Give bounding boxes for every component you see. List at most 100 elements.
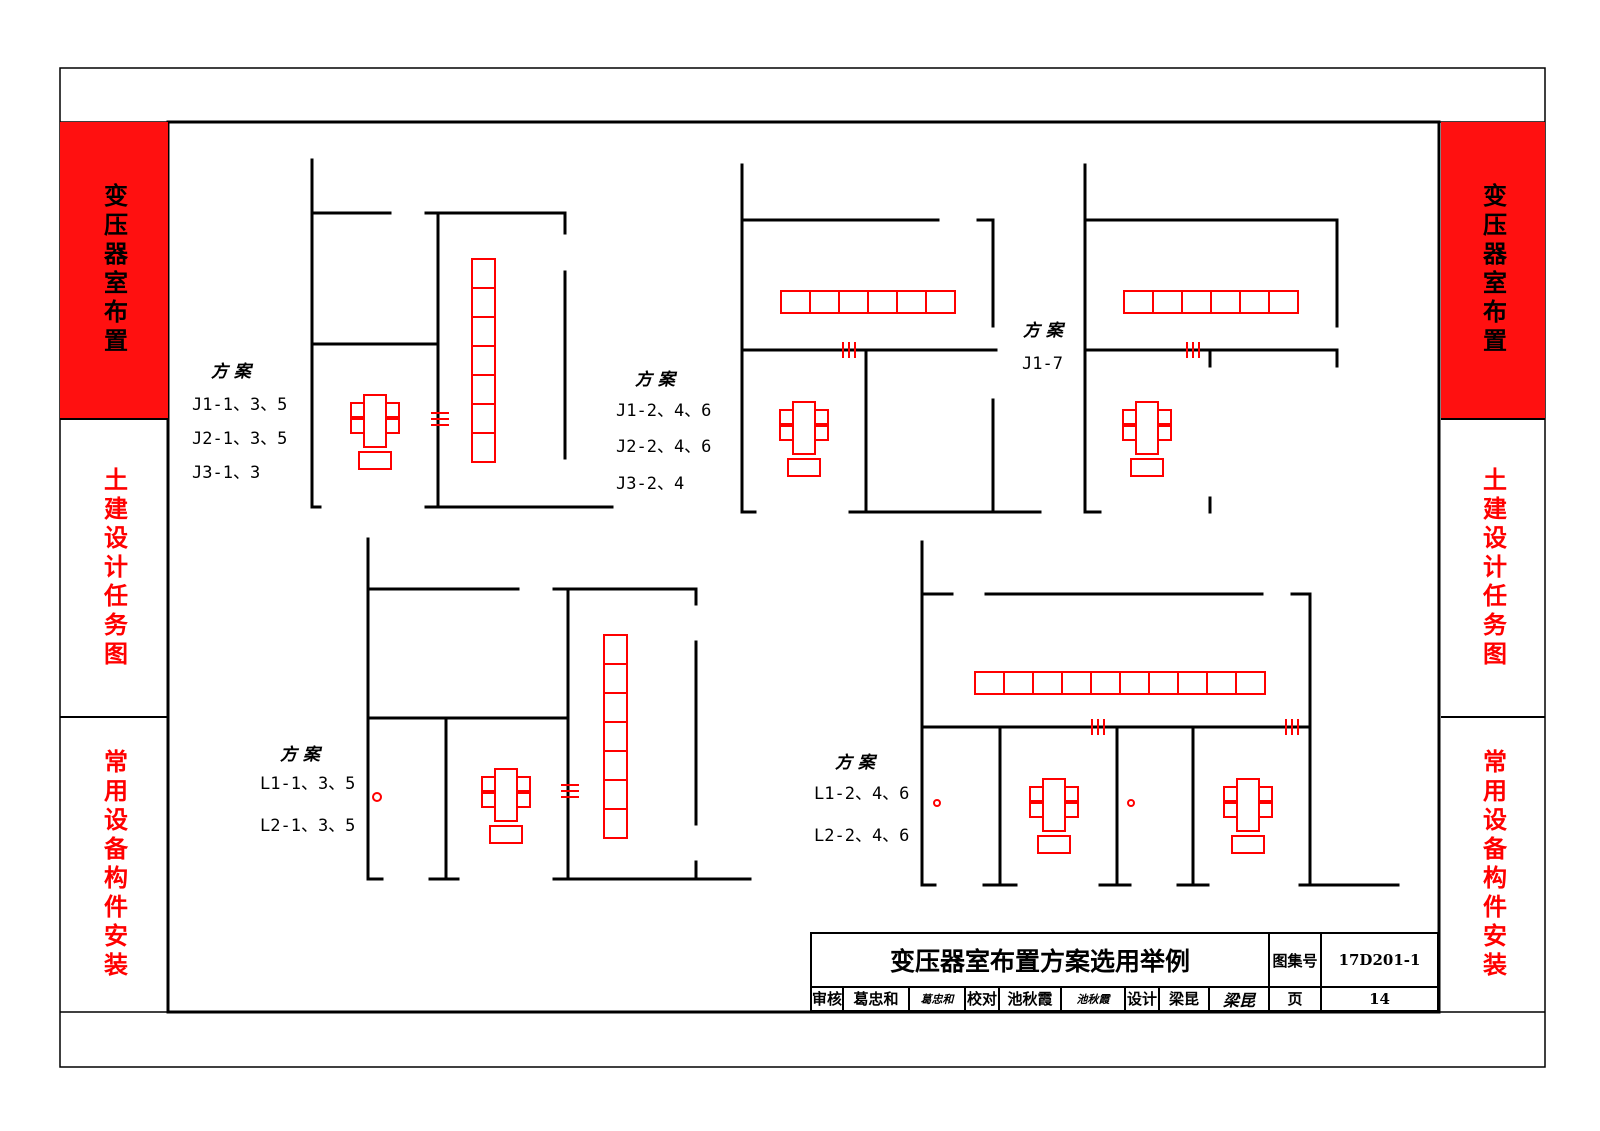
- plan-1-heading: 方 案: [211, 362, 251, 382]
- switchgear-cabinet: [1177, 671, 1208, 695]
- reviewer-name: 葛忠和: [853, 990, 899, 1008]
- atlas-label: 图集号: [1272, 951, 1318, 970]
- plan-3-heading: 方 案: [1023, 321, 1063, 341]
- switchgear-cabinet: [780, 290, 811, 314]
- side-tab-label: 变压器室布置: [99, 183, 128, 357]
- wall: [1083, 163, 1102, 514]
- switchgear-cabinet: [471, 258, 496, 289]
- wall: [424, 211, 567, 235]
- plan-4-line-1: L1-1、3、5: [260, 774, 356, 794]
- transformer-fin: [779, 409, 794, 425]
- plan-4-heading: 方 案: [280, 745, 320, 765]
- plan-5-line-1: L1-2、4、6: [814, 784, 910, 804]
- side-tab-layout-right[interactable]: 变压器室布置: [1441, 122, 1545, 418]
- transformer-fin: [814, 409, 829, 425]
- transformer-fin: [350, 418, 365, 434]
- transformer-fin: [1064, 802, 1079, 818]
- transformer-body: [363, 394, 387, 448]
- plan-2-line-3: J3-2、4: [616, 474, 685, 494]
- side-tab-equipment-left[interactable]: 常用设备构件安装: [60, 718, 168, 1012]
- switchgear-cabinet: [471, 287, 496, 318]
- page-number: 14: [1369, 989, 1390, 1008]
- wall: [976, 218, 995, 328]
- room-equipment: [350, 258, 1299, 854]
- check-label: 校对: [966, 990, 997, 1008]
- transformer-fin: [1029, 802, 1044, 818]
- switchgear-cabinet: [471, 374, 496, 405]
- room-walls: [310, 158, 1400, 887]
- grounding-point: [1127, 799, 1135, 807]
- page-label: 页: [1287, 990, 1303, 1008]
- switchgear-cabinet: [603, 634, 628, 665]
- transformer-base: [489, 825, 523, 844]
- wall: [740, 163, 757, 514]
- grounding-point: [372, 792, 382, 802]
- switchgear-cabinet: [1206, 671, 1237, 695]
- plan-1-line-3: J3-1、3: [192, 463, 261, 483]
- transformer-fin: [350, 402, 365, 418]
- plan-2-line-2: J2-2、4、6: [616, 437, 712, 457]
- transformer-base: [358, 451, 392, 470]
- switchgear-cabinet: [925, 290, 956, 314]
- transformer-body: [792, 401, 816, 455]
- switchgear-cabinet: [1090, 671, 1121, 695]
- switchgear-cabinet: [603, 779, 628, 810]
- transformer-base: [1130, 458, 1164, 477]
- transformer-base: [1231, 835, 1265, 854]
- side-tab-equipment-right[interactable]: 常用设备构件安装: [1441, 718, 1545, 1012]
- transformer-fin: [1064, 786, 1079, 802]
- transformer-fin: [481, 792, 496, 808]
- switchgear-cabinet: [838, 290, 869, 314]
- side-tab-label: 变压器室布置: [1478, 183, 1507, 357]
- side-tab-label: 土建设计任务图: [1478, 466, 1507, 670]
- transformer-fin: [385, 402, 400, 418]
- title-block: 变压器室布置方案选用举例 图集号 17D201-1 审核 葛忠和 葛忠和 校对 …: [810, 932, 1439, 1012]
- drawing-title: 变压器室布置方案选用举例: [889, 947, 1190, 976]
- transformer-fin: [1223, 786, 1238, 802]
- switchgear-cabinet: [471, 432, 496, 463]
- transformer-fin: [516, 776, 531, 792]
- wall: [1318, 218, 1339, 328]
- reviewer-signature: 葛忠和: [920, 992, 954, 1006]
- transformer-fin: [1258, 802, 1273, 818]
- side-tab-layout-left[interactable]: 变压器室布置: [60, 122, 168, 418]
- checker-signature: 池秋霞: [1076, 992, 1110, 1006]
- side-tab-civil-right[interactable]: 土建设计任务图: [1441, 420, 1545, 716]
- designer-signature: 梁昆: [1222, 990, 1255, 1010]
- wall: [1083, 348, 1339, 368]
- transformer-fin: [779, 425, 794, 441]
- atlas-number: 17D201-1: [1338, 951, 1421, 969]
- switchgear-cabinet: [867, 290, 898, 314]
- switchgear-cabinet: [603, 692, 628, 723]
- plan-1-line-2: J2-1、3、5: [192, 429, 288, 449]
- review-label: 审核: [812, 990, 843, 1008]
- switchgear-cabinet: [603, 750, 628, 781]
- outer-border: [59, 67, 1546, 1068]
- switchgear-cabinet: [1152, 290, 1183, 314]
- plan-4-line-2: L2-1、3、5: [260, 816, 356, 836]
- switchgear-cabinet: [1210, 290, 1241, 314]
- plan-1-line-1: J1-1、3、5: [192, 395, 288, 415]
- transformer-fin: [481, 776, 496, 792]
- switchgear-cabinet: [809, 290, 840, 314]
- side-tab-label: 常用设备构件安装: [1478, 749, 1507, 981]
- transformer-base: [1037, 835, 1071, 854]
- inner-frame: [166, 120, 1441, 1014]
- transformer-base: [787, 458, 821, 477]
- transformer-fin: [1122, 409, 1137, 425]
- switchgear-cabinet: [1123, 290, 1154, 314]
- switchgear-cabinet: [1148, 671, 1179, 695]
- switchgear-cabinet: [896, 290, 927, 314]
- side-tab-civil-left[interactable]: 土建设计任务图: [60, 420, 168, 716]
- transformer-fin: [814, 425, 829, 441]
- transformer-body: [494, 768, 518, 822]
- wall: [920, 540, 937, 887]
- plan-2-heading: 方 案: [635, 370, 675, 390]
- transformer-fin: [1223, 802, 1238, 818]
- grounding-point: [933, 799, 941, 807]
- switchgear-cabinet: [1268, 290, 1299, 314]
- plan-2-line-1: J1-2、4、6: [616, 401, 712, 421]
- switchgear-cabinet: [471, 316, 496, 347]
- switchgear-cabinet: [974, 671, 1005, 695]
- switchgear-cabinet: [471, 403, 496, 434]
